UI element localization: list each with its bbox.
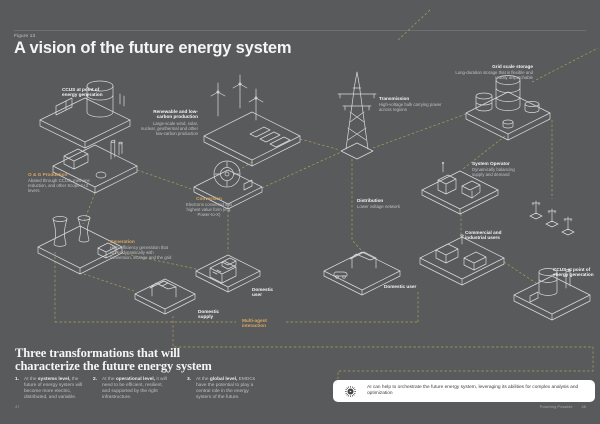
conversion-illustration xyxy=(193,160,263,210)
node-title: Domestic user xyxy=(252,287,274,298)
domestic-user-right-illustration xyxy=(323,251,401,296)
footer-right: Powering Possible 48 xyxy=(540,404,586,409)
page-number-left: 47 xyxy=(15,404,20,409)
node-title: System Operator xyxy=(472,161,510,166)
header-rule xyxy=(14,30,586,31)
figure-label: Figure 13 xyxy=(14,33,36,38)
item-number: 2. xyxy=(93,377,98,382)
domestic-user-left-illustration xyxy=(195,254,261,293)
node-desc: Abated through CCUS, methane reduction, … xyxy=(28,178,90,194)
node-title: Generation xyxy=(110,239,135,244)
commercial-users-illustration xyxy=(419,234,505,286)
node-label-distribution: Distribution Lower voltage network xyxy=(357,198,401,209)
distribution-poles-illustration xyxy=(529,200,575,236)
node-label-ccus-right: CCUS at point of energy generation xyxy=(553,267,597,279)
node-title: Multi-agent interaction xyxy=(242,318,267,329)
node-title: CCUS at point of energy generation xyxy=(62,87,103,98)
page-number-right: 48 xyxy=(581,404,586,409)
ccus-left-illustration xyxy=(39,80,131,149)
node-title: Distribution xyxy=(357,198,384,203)
node-label-renewables: Renewable and low-carbon production Larg… xyxy=(138,109,198,136)
transformation-item-1: 1. At the systems level, the future of e… xyxy=(15,377,87,400)
page-title: A vision of the future energy system xyxy=(14,39,292,57)
node-title: Domestic user xyxy=(384,284,417,289)
connection-lines xyxy=(54,9,599,379)
node-desc: High-efficiency generation that works dy… xyxy=(110,245,172,261)
domestic-supply-illustration xyxy=(134,278,196,315)
item-text: At the systems level, the future of ener… xyxy=(24,377,83,400)
transformation-item-2: 2. At the operational level, it will nee… xyxy=(93,377,169,400)
node-title: Transmission xyxy=(379,96,410,101)
transformations-heading: Three transformations that will characte… xyxy=(15,346,212,373)
wind-turbines-illustration xyxy=(210,74,264,121)
node-desc: Long-duration storage that is flexible a… xyxy=(455,70,533,81)
ai-callout: AI can help to orchestrate the future en… xyxy=(333,380,595,402)
node-title: Conversion xyxy=(196,196,222,201)
ai-callout-text: AI can help to orchestrate the future en… xyxy=(367,385,579,396)
og-production-illustration xyxy=(52,139,138,194)
node-desc: Electrons converted into highest value f… xyxy=(185,202,233,218)
transmission-pylon-illustration xyxy=(337,71,377,160)
item-number: 3. xyxy=(187,377,192,382)
item-text: At the global level, EMDCs have the pote… xyxy=(196,377,256,400)
transformation-item-3: 3. At the global level, EMDCs have the p… xyxy=(187,377,261,400)
node-label-transmission: Transmission High-voltage bulk carrying … xyxy=(379,96,443,112)
node-label-multi-agent: Multi-agent interaction xyxy=(242,318,284,330)
node-desc: High-voltage bulk carrying power across … xyxy=(379,102,442,113)
grid-storage-illustration xyxy=(465,75,551,141)
ccus-right-illustration xyxy=(513,268,591,321)
node-label-system-operator: System Operator Dynamically balancing su… xyxy=(472,161,528,177)
node-title: Commercial and industrial users xyxy=(465,230,502,241)
item-number: 1. xyxy=(15,377,20,382)
node-title: Renewable and low-carbon production xyxy=(153,109,198,120)
node-label-og-production: O & G Production Abated through CCUS, me… xyxy=(28,172,98,193)
node-desc: Dynamically balancing supply and demand xyxy=(472,167,515,178)
generation-illustration xyxy=(37,215,123,275)
node-label-domestic-user-left: Domestic user xyxy=(252,287,282,299)
node-title: O & G Production xyxy=(28,172,68,177)
node-title: Domestic supply xyxy=(198,309,220,320)
node-label-domestic-user-right: Domestic user xyxy=(384,284,434,290)
item-text: At the operational level, it will need t… xyxy=(102,377,167,400)
node-label-generation: Generation High-efficiency generation th… xyxy=(110,239,174,260)
node-label-grid-storage: Grid scale storage Long-duration storage… xyxy=(455,64,533,80)
renewables-illustration xyxy=(203,111,301,167)
ai-chip-icon xyxy=(345,385,356,397)
node-label-commercial-users: Commercial and industrial users xyxy=(465,230,517,242)
node-label-domestic-supply: Domestic supply xyxy=(198,309,228,321)
system-operator-illustration xyxy=(421,161,499,215)
node-title: CCUS at point of energy generation xyxy=(553,267,594,278)
node-label-conversion: Conversion Electrons converted into high… xyxy=(180,196,238,217)
footer-brand: Powering Possible xyxy=(539,404,573,409)
node-title: Grid scale storage xyxy=(492,64,533,69)
node-label-ccus-left: CCUS at point of energy generation xyxy=(62,87,108,99)
node-desc: Large-scale wind, solar, nuclear, geothe… xyxy=(140,120,198,136)
node-desc: Lower voltage network xyxy=(357,204,400,210)
